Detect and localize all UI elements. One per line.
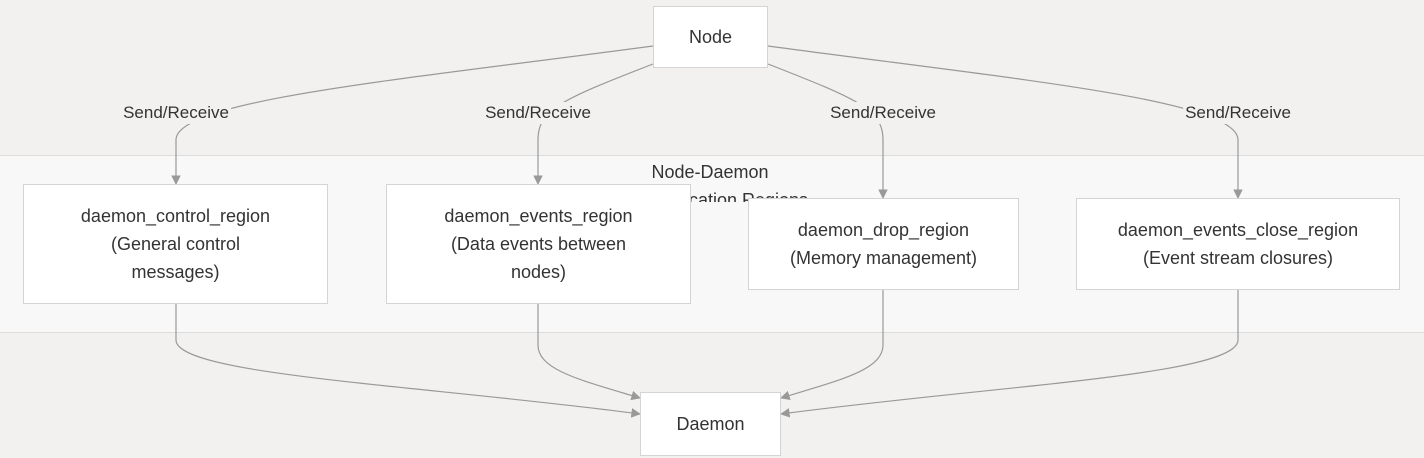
edge-drop-to-daemon (780, 290, 884, 401)
events-region-box[interactable]: daemon_events_region (Data events betwee… (386, 184, 691, 304)
close-region-box[interactable]: daemon_events_close_region (Event stream… (1076, 198, 1400, 290)
control-region-name: daemon_control_region (80, 206, 271, 226)
edge-label-close: Send/Receive (1183, 102, 1293, 124)
drop-region-name: daemon_drop_region (797, 220, 970, 240)
edge-label-drop: Send/Receive (828, 102, 938, 124)
drop-region-desc-1: (Memory management) (789, 248, 978, 268)
events-region-desc-2: nodes) (510, 262, 567, 282)
node-label: Node (688, 27, 733, 47)
edge-node-to-drop (767, 63, 888, 199)
close-region-name: daemon_events_close_region (1117, 220, 1359, 240)
edge-node-to-events (533, 63, 654, 185)
events-region-desc-1: (Data events between (450, 234, 627, 254)
drop-region-box[interactable]: daemon_drop_region (Memory management) (748, 198, 1019, 290)
edge-label-control: Send/Receive (121, 102, 231, 124)
control-region-box[interactable]: daemon_control_region (General control m… (23, 184, 328, 304)
edge-events-to-daemon (537, 304, 641, 401)
edge-node-to-control (171, 45, 654, 185)
edge-label-events: Send/Receive (483, 102, 593, 124)
daemon-label: Daemon (676, 414, 745, 434)
edge-node-to-close (767, 45, 1243, 199)
control-region-desc-1: (General control (110, 234, 241, 254)
node-box[interactable]: Node (653, 6, 768, 68)
edge-close-to-daemon (780, 290, 1239, 418)
events-region-name: daemon_events_region (444, 206, 633, 226)
edge-control-to-daemon (175, 304, 641, 418)
close-region-desc-1: (Event stream closures) (1142, 248, 1334, 268)
daemon-box[interactable]: Daemon (640, 392, 781, 456)
control-region-desc-2: messages) (131, 262, 220, 282)
